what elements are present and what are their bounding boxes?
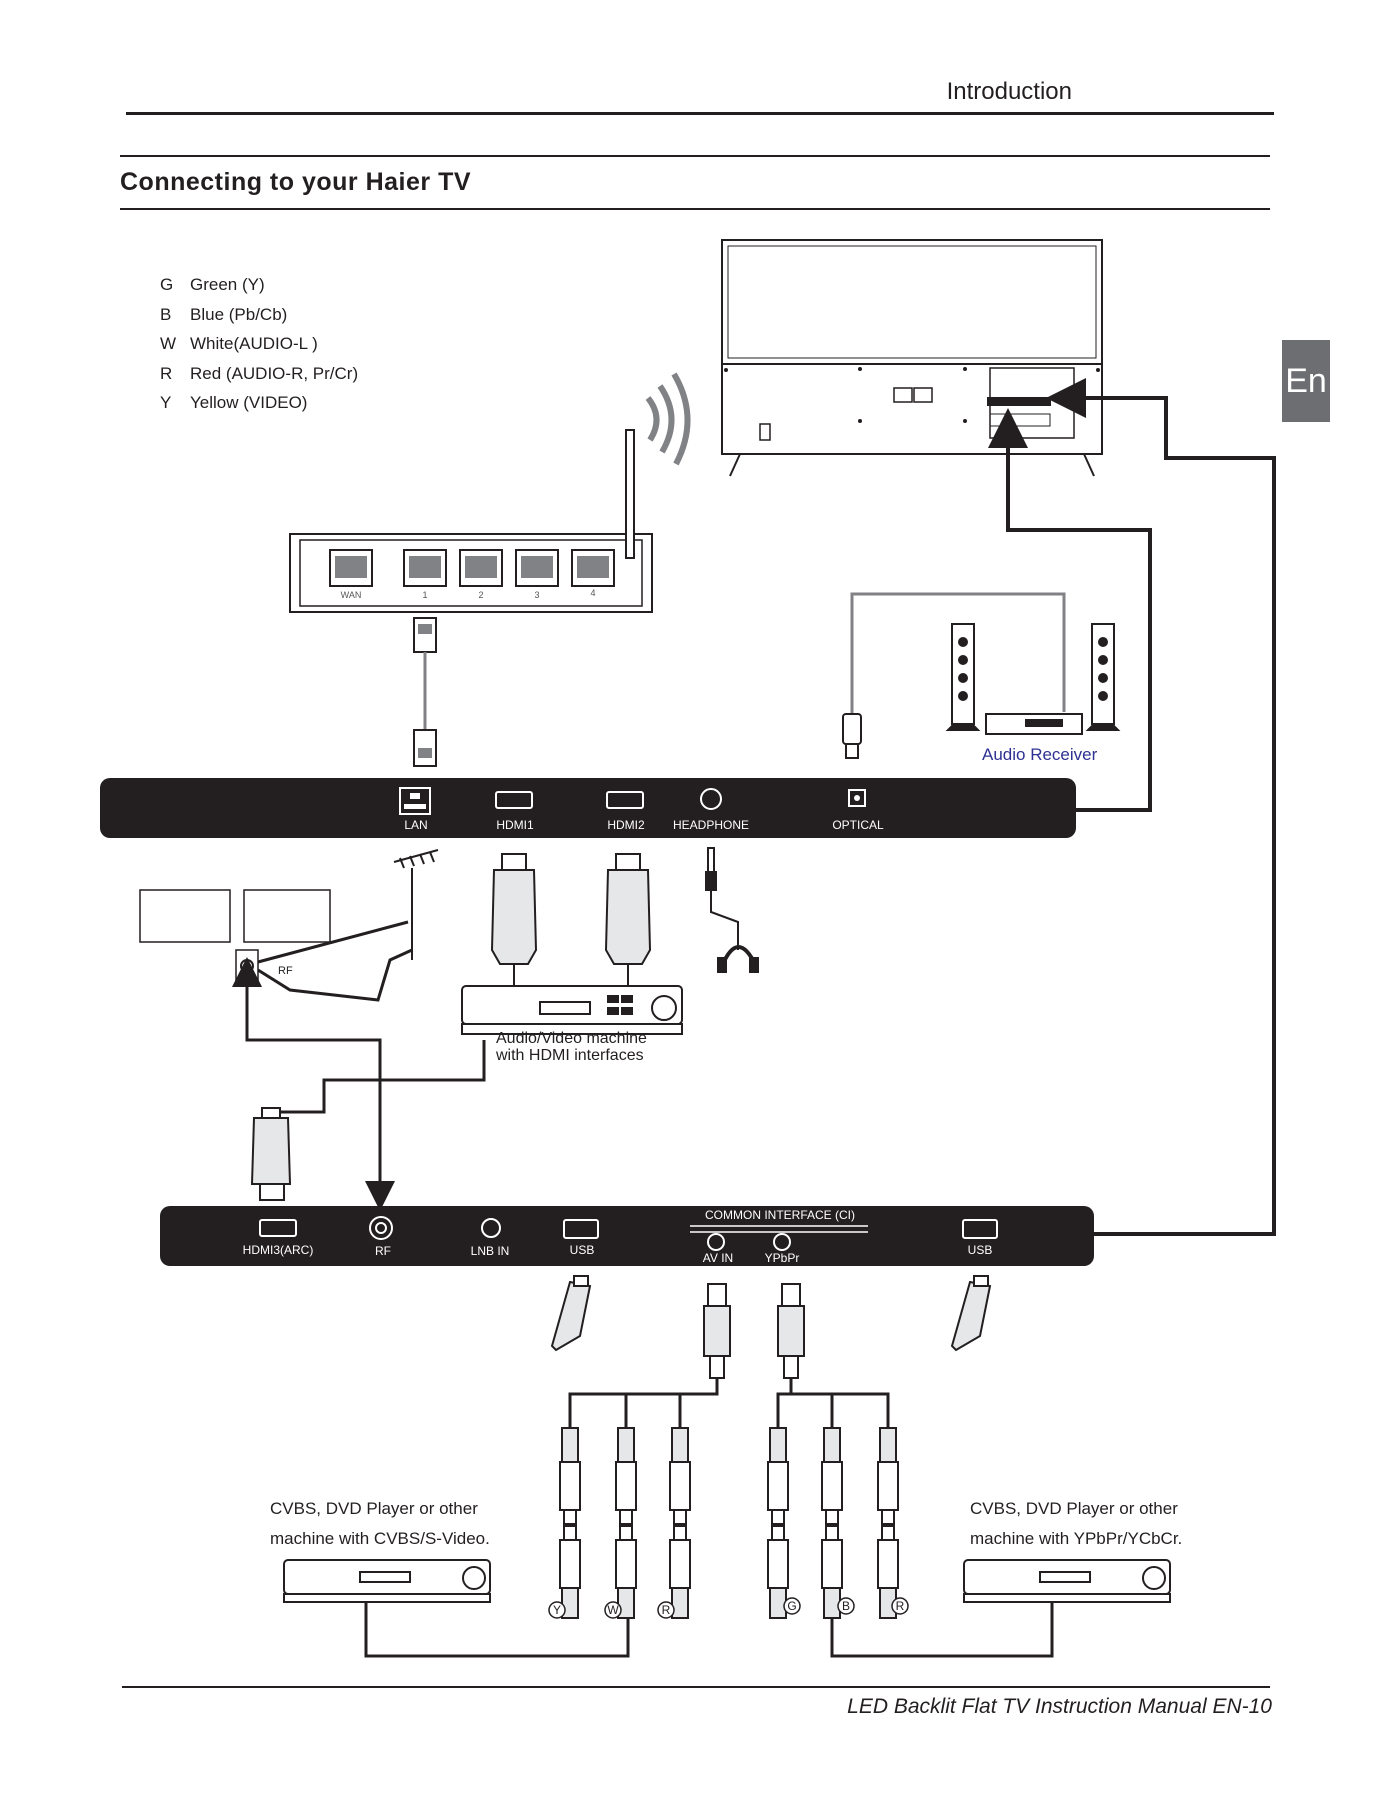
tv-back-illustration — [721, 239, 1103, 477]
wifi-signal-icon — [645, 372, 691, 466]
title-rule-bottom — [120, 208, 1270, 210]
optical-cable — [842, 592, 1066, 759]
av-machine-illustration — [461, 985, 683, 1035]
port-label-hdmi2: HDMI2 — [607, 818, 645, 832]
rca-plugs-upper — [559, 1427, 899, 1525]
router-port-label: 1 — [422, 590, 427, 600]
legend-row-yellow: Y Yellow (VIDEO) — [160, 388, 358, 418]
router-port-label: 3 — [534, 590, 539, 600]
plug-letter: Y — [553, 1603, 561, 1617]
port-label-hdmi1: HDMI1 — [496, 818, 534, 832]
antenna-rf-label: RF — [278, 965, 293, 977]
legend-key: G — [160, 275, 174, 294]
av-rca-cables — [568, 1283, 890, 1430]
audio-receiver-label: Audio Receiver — [982, 745, 1098, 764]
title-rule-top — [120, 155, 1270, 157]
page-footer: LED Backlit Flat TV Instruction Manual E… — [847, 1695, 1272, 1718]
header-rule — [126, 112, 1274, 115]
legend-text: Yellow (VIDEO) — [190, 393, 308, 412]
section-header: Introduction — [946, 78, 1072, 105]
router-ports: WAN 1 2 3 4 — [329, 549, 615, 600]
legend-key: B — [160, 304, 172, 324]
language-tab[interactable]: En — [1282, 340, 1330, 422]
port-label-hdmi3: HDMI3(ARC) — [243, 1243, 314, 1257]
legend-key: W — [160, 334, 177, 353]
plug-letter: G — [787, 1599, 796, 1613]
av-machine-label-line2: with HDMI interfaces — [496, 1047, 644, 1064]
legend-text: Blue (Pb/Cb) — [190, 304, 288, 324]
port-label-av-in: AV IN — [703, 1251, 733, 1265]
plug-letter: R — [662, 1603, 671, 1617]
cvbs-left-label-line1: CVBS, DVD Player or other — [270, 1499, 478, 1518]
audio-receiver-illustration — [945, 623, 1121, 735]
bottom-connector-panel: HDMI3(ARC) RF LNB IN USB COMMON INTERFAC… — [160, 1206, 1094, 1266]
router-port-label: 4 — [590, 588, 595, 598]
legend-key: Y — [160, 393, 172, 412]
lan-cable — [413, 617, 437, 767]
legend-text: Green (Y) — [190, 275, 265, 294]
av-machine-label-line1: Audio/Video machine — [496, 1030, 647, 1047]
cvbs-left-label-line2: machine with CVBS/S-Video. — [270, 1529, 490, 1548]
hdmi3-cable — [250, 1107, 292, 1201]
page-title: Connecting to your Haier TV — [120, 168, 472, 196]
plug-letter: W — [607, 1603, 619, 1617]
plug-letter-badges — [548, 1597, 909, 1619]
legend-text: White(AUDIO-L ) — [190, 334, 318, 353]
plug-letter: B — [842, 1599, 850, 1613]
legend-row-green: G Green (Y) — [160, 270, 358, 300]
port-label-lan: LAN — [404, 818, 427, 832]
tv-screws — [724, 367, 1100, 423]
bottom-feed-lines — [232, 957, 486, 1211]
connection-lines — [988, 378, 1276, 1236]
router-port-label: WAN — [341, 590, 362, 600]
port-label-lnb: LNB IN — [471, 1244, 510, 1258]
rca-plugs-lower — [559, 1525, 899, 1619]
port-label-rf: RF — [375, 1244, 391, 1258]
hdmi-cables — [490, 853, 652, 988]
dvd-player-left — [283, 1559, 491, 1603]
cvbs-right-label-line2: machine with YPbPr/YCbCr. — [970, 1529, 1183, 1548]
legend-row-white: W White(AUDIO-L ) — [160, 329, 358, 359]
router-illustration — [289, 429, 653, 613]
footer-rule — [122, 1686, 1270, 1688]
legend-text: Red (AUDIO-R, Pr/Cr) — [190, 363, 359, 383]
plug-letter: R — [896, 1599, 905, 1613]
port-label-usb: USB — [570, 1243, 595, 1257]
top-connector-panel: LAN HDMI1 HDMI2 HEADPHONE OPTICAL — [100, 778, 1076, 838]
router-port-label: 2 — [478, 590, 483, 600]
port-label-headphone: HEADPHONE — [673, 818, 749, 832]
legend-row-blue: B Blue (Pb/Cb) — [160, 300, 358, 330]
legend-row-red: R Red (AUDIO-R, Pr/Cr) — [160, 359, 358, 389]
port-label-usb: USB — [968, 1243, 993, 1257]
dvd-connection-lines — [364, 1602, 1054, 1658]
antenna-illustration: RF — [139, 849, 439, 1002]
port-label-common-interface: COMMON INTERFACE (CI) — [705, 1208, 855, 1222]
dvd-player-right — [963, 1559, 1171, 1603]
port-label-optical: OPTICAL — [832, 818, 884, 832]
headphone-illustration — [705, 847, 759, 973]
cvbs-right-label-line1: CVBS, DVD Player or other — [970, 1499, 1178, 1518]
port-label-ypbpr: YPbPr — [765, 1251, 800, 1265]
color-legend: G Green (Y) B Blue (Pb/Cb) W White(AUDIO-L … — [160, 270, 358, 418]
legend-key: R — [160, 363, 173, 383]
usb-stick-illustrations — [550, 1275, 992, 1352]
